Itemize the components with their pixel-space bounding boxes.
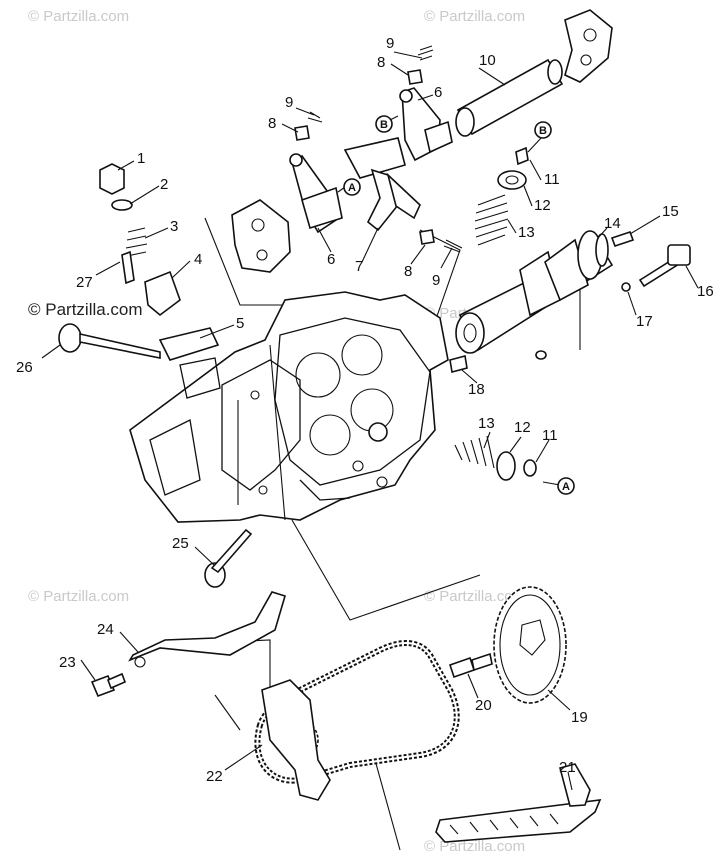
part-label: 13 — [478, 415, 495, 432]
part-label: 8 — [268, 115, 276, 132]
rocker-arm-left — [289, 153, 343, 234]
part-label: 26 — [16, 359, 33, 376]
part-label: 24 — [97, 621, 114, 638]
guide-bolt — [90, 672, 127, 698]
cylinder-head — [129, 291, 449, 523]
part-label: 12 — [514, 419, 531, 436]
reference-callouts: A A B B — [343, 115, 575, 495]
part-label: 15 — [662, 203, 679, 220]
part-label: 7 — [355, 258, 363, 275]
callout-b: B — [380, 119, 388, 131]
watermark: © Partzilla.com — [28, 588, 130, 605]
cam-pin — [449, 355, 468, 373]
part-label: 5 — [236, 315, 244, 332]
callout-a: A — [348, 182, 356, 194]
rocker-bracket-upper — [564, 9, 613, 83]
tensioner-bolt — [99, 163, 125, 195]
part-label: 20 — [475, 697, 492, 714]
camshaft-sprocket-bolt — [638, 244, 691, 288]
sprocket-bolt — [448, 652, 493, 679]
small-screw — [621, 282, 631, 292]
part-label: 16 — [697, 283, 714, 300]
part-label: 22 — [206, 768, 223, 785]
camshaft — [455, 230, 614, 360]
chain-guide-upper — [128, 591, 286, 668]
part-label: 8 — [377, 54, 385, 71]
watermark: © Partzilla.com — [424, 588, 526, 605]
part-label: 19 — [571, 709, 588, 726]
part-label: 17 — [636, 313, 653, 330]
part-label: 1 — [137, 150, 145, 167]
dowel-pin — [610, 230, 635, 248]
part-label: 9 — [432, 272, 440, 289]
part-label: 23 — [59, 654, 76, 671]
valve-spring-upper — [474, 170, 527, 246]
callout-b: B — [539, 125, 547, 137]
part-label: 27 — [76, 274, 93, 291]
part-label: 8 — [404, 263, 412, 280]
rocker-arm-upper — [399, 87, 453, 162]
cam-sprocket — [493, 586, 567, 704]
part-label: 6 — [434, 84, 442, 101]
valve-spring-lower — [454, 435, 537, 481]
watermark: © Partzilla.com — [424, 8, 526, 25]
rocker-bracket-lower — [231, 199, 291, 273]
valve-exhaust — [204, 528, 253, 588]
rocker-shaft — [455, 58, 564, 137]
part-label: 13 — [518, 224, 535, 241]
part-label: 6 — [327, 251, 335, 268]
part-label: 11 — [542, 427, 558, 444]
chain-guide-lower — [435, 763, 602, 843]
tensioner-spring — [125, 227, 148, 257]
watermark-main: © Partzilla.com — [28, 300, 143, 319]
part-label: 3 — [170, 218, 178, 235]
part-label: 18 — [468, 381, 485, 398]
part-label: 4 — [194, 251, 202, 268]
tensioner-gasket — [158, 327, 220, 361]
part-label: 9 — [386, 35, 394, 52]
tensioner-washer — [111, 199, 133, 211]
part-label: 14 — [604, 215, 621, 232]
part-label: 10 — [479, 52, 496, 69]
tensioner-body — [144, 270, 181, 317]
part-labels: 1 2 3 4 5 6 6 7 8 8 8 9 9 9 10 11 11 12 … — [16, 35, 714, 785]
part-label: 21 — [559, 759, 576, 776]
crank-sprocket — [261, 679, 331, 801]
valve-intake — [58, 323, 161, 359]
part-label: 2 — [160, 176, 168, 193]
part-label: 25 — [172, 535, 189, 552]
part-label: 12 — [534, 197, 551, 214]
callout-a: A — [562, 481, 570, 493]
tensioner-pin — [121, 250, 135, 285]
part-label: 9 — [285, 94, 293, 111]
rocker-arm-center — [343, 137, 421, 232]
watermark: © Partzilla.com — [28, 8, 130, 25]
part-label: 11 — [544, 171, 560, 188]
